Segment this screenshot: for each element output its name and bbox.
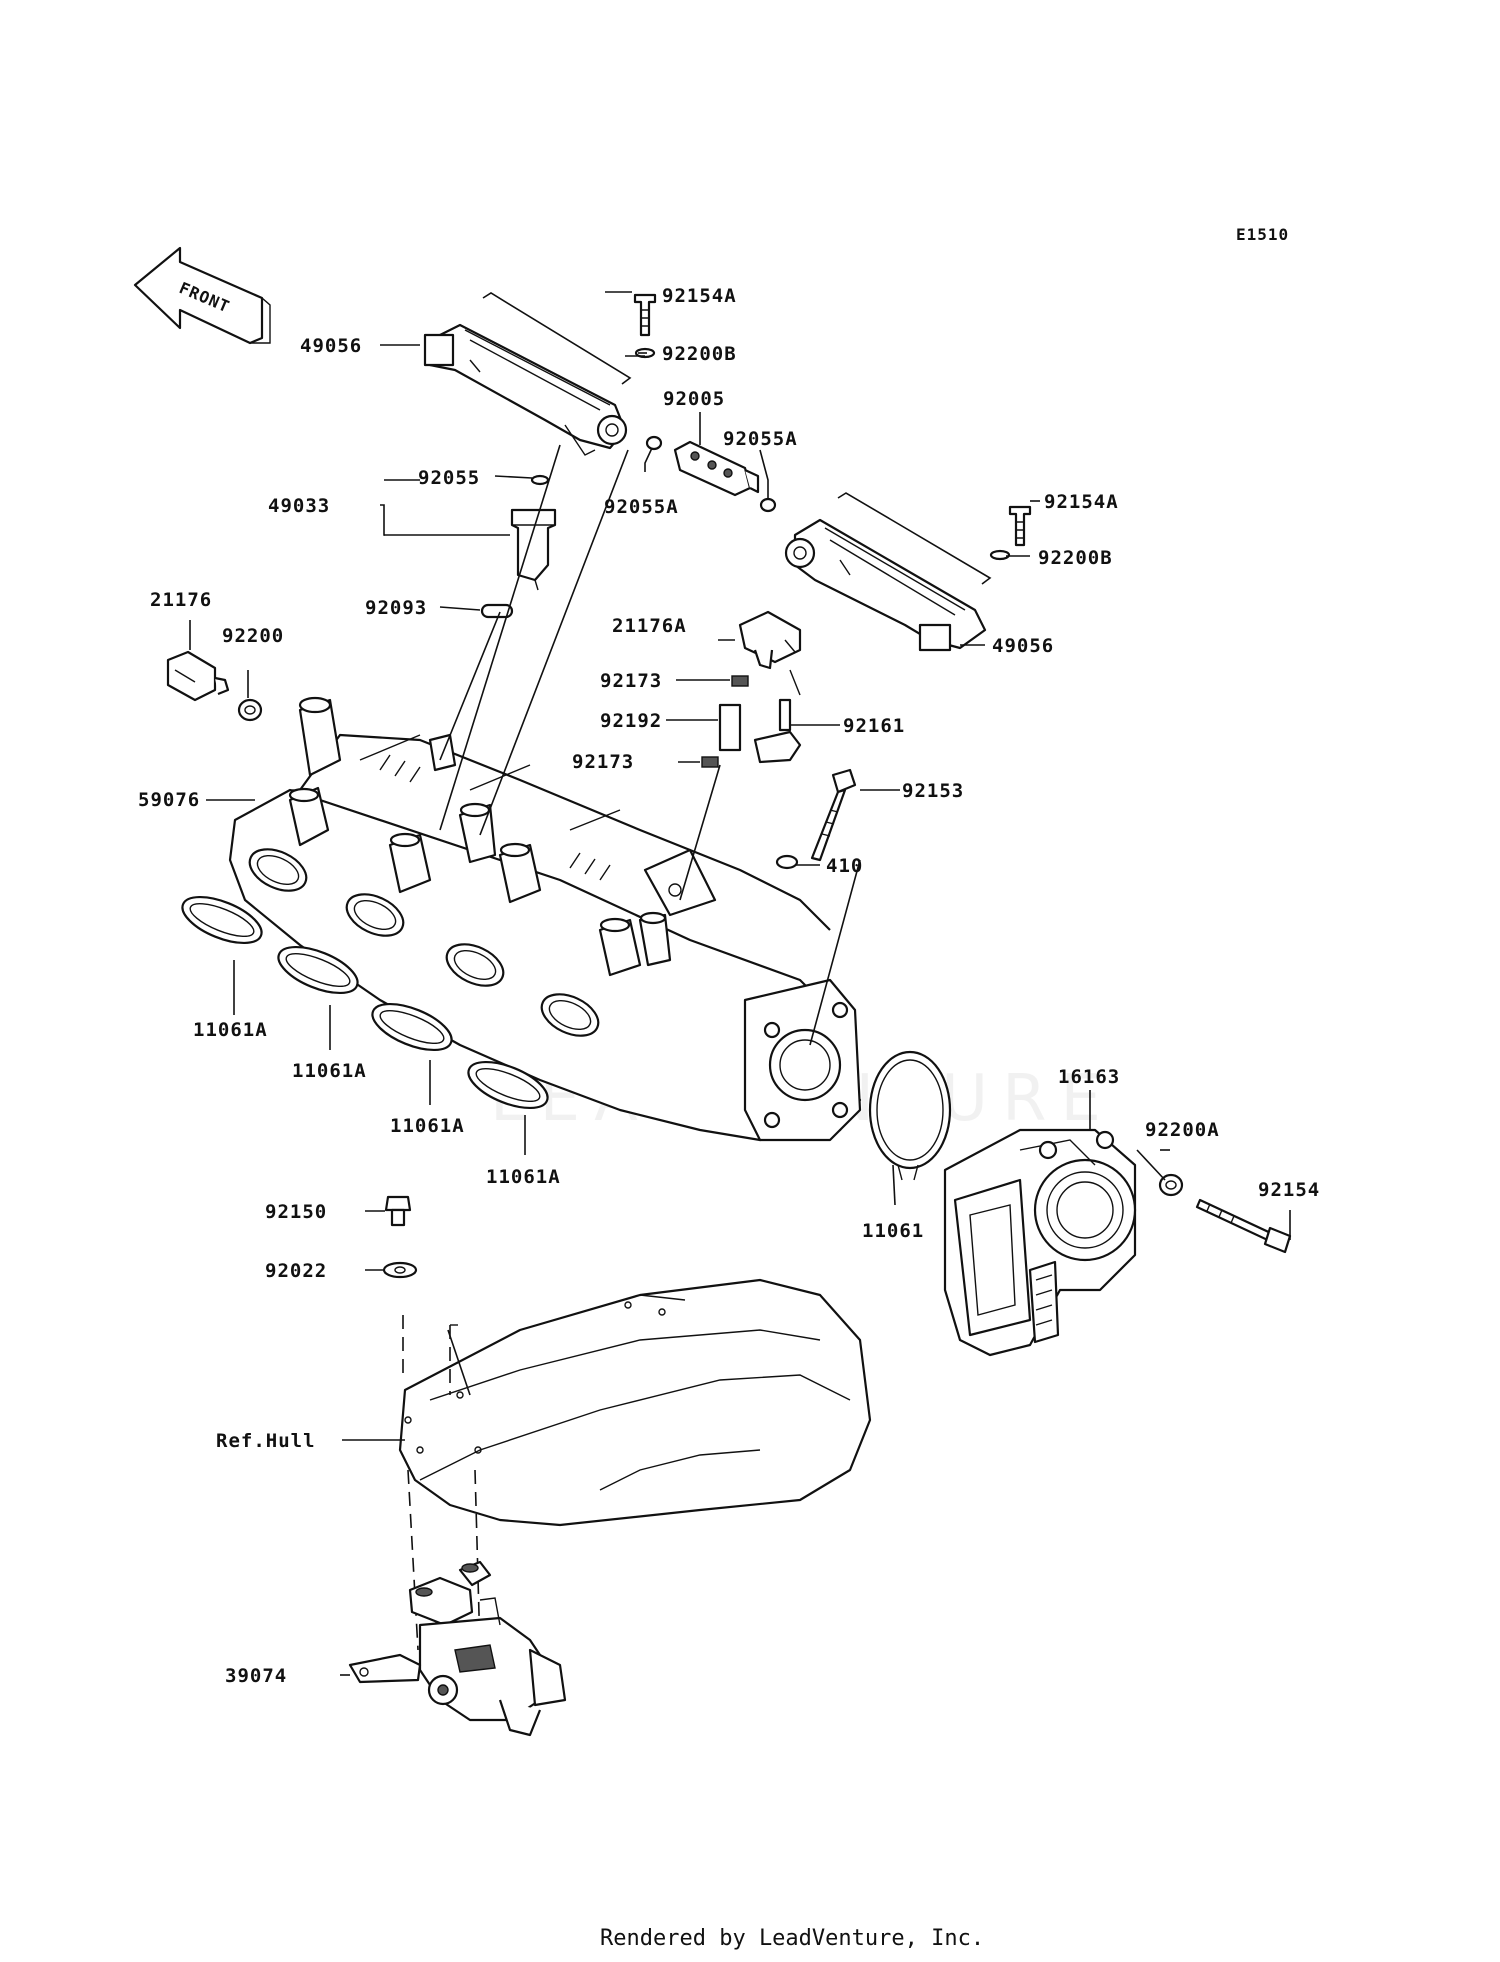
gasket-11061a-4: [467, 1060, 549, 1110]
bolt-92154a-top: [633, 293, 657, 337]
fuel-rail-left: [423, 323, 628, 456]
label-92192: 92192: [600, 710, 662, 732]
label-11061a-4: 11061A: [486, 1166, 561, 1188]
label-11061: 11061: [862, 1220, 924, 1242]
label-92055: 92055: [418, 467, 480, 489]
label-49033: 49033: [268, 495, 330, 517]
fuel-rail-right: [784, 518, 987, 652]
bolt-92154a-right: [1008, 505, 1032, 547]
front-arrow-icon: FRONT: [133, 246, 271, 345]
fuel-pressure-regulator: [673, 440, 760, 497]
label-410: 410: [826, 855, 863, 877]
o-ring: [759, 497, 777, 513]
label-92161: 92161: [843, 715, 905, 737]
bolt-92154: [1195, 1198, 1292, 1254]
label-92200a: 92200A: [1145, 1119, 1220, 1141]
label-39074: 39074: [225, 1665, 287, 1687]
label-92173-top: 92173: [600, 670, 662, 692]
label-16163: 16163: [1058, 1066, 1120, 1088]
label-11061a-1: 11061A: [193, 1019, 268, 1041]
label-92200b-top: 92200B: [662, 343, 737, 365]
label-49056-left: 49056: [300, 335, 362, 357]
sensor-39074: [348, 1560, 567, 1737]
label-92200b-right: 92200B: [1038, 547, 1113, 569]
map-sensor: [738, 610, 802, 670]
label-92055a-right: 92055A: [723, 428, 798, 450]
hull-reference: [398, 1278, 872, 1527]
o-ring: [645, 435, 663, 451]
label-92150: 92150: [265, 1201, 327, 1223]
label-59076: 59076: [138, 789, 200, 811]
label-92093: 92093: [365, 597, 427, 619]
footer-credit: Rendered by LeadVenture, Inc.: [600, 1926, 984, 1951]
throttle-body: [943, 1128, 1137, 1357]
label-92154: 92154: [1258, 1179, 1320, 1201]
hose-92192: [718, 703, 742, 752]
label-ref-hull: Ref.Hull: [216, 1430, 316, 1452]
bolt-92150: [384, 1195, 412, 1227]
gasket-11061a-3: [371, 1002, 453, 1052]
label-92173-bottom: 92173: [572, 751, 634, 773]
label-49056-right: 49056: [992, 635, 1054, 657]
label-92154a-top: 92154A: [662, 285, 737, 307]
label-92153: 92153: [902, 780, 964, 802]
gasket-11061a-2: [277, 945, 359, 995]
bolt-92153: [810, 768, 857, 862]
label-21176a: 21176A: [612, 615, 687, 637]
label-11061a-2: 11061A: [292, 1060, 367, 1082]
label-11061a-3: 11061A: [390, 1115, 465, 1137]
temp-sensor: [166, 650, 230, 702]
label-92005: 92005: [663, 388, 725, 410]
clamp-92173-bottom: [701, 756, 719, 768]
label-92200: 92200: [222, 625, 284, 647]
label-92055a-left: 92055A: [604, 496, 679, 518]
intake-manifold: [228, 696, 862, 1142]
clamp-92173-top: [731, 675, 749, 687]
gasket-11061a-1: [181, 895, 263, 945]
label-92022: 92022: [265, 1260, 327, 1282]
gasket-11061: [868, 1050, 952, 1170]
diagram-code: E1510: [1236, 225, 1289, 244]
label-92154a-right: 92154A: [1044, 491, 1119, 513]
label-21176: 21176: [150, 589, 212, 611]
fitting-92161: [753, 698, 802, 764]
